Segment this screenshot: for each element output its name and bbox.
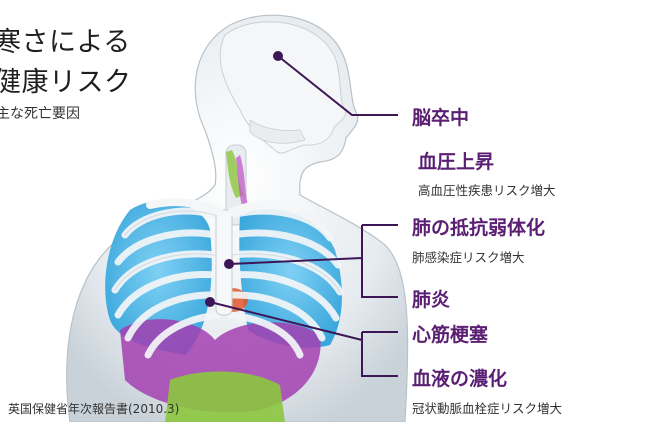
risk-blood-pressure: 血圧上昇 bbox=[418, 151, 495, 173]
risk-blood-pressure-desc: 高血圧性疾患リスク増大 bbox=[418, 183, 556, 198]
leader-line-heart bbox=[209, 301, 398, 377]
risk-blood-thickening: 血液の濃化 bbox=[412, 368, 508, 390]
risk-blood-thickening-desc: 冠状動脈血栓症リスク増大 bbox=[412, 401, 563, 416]
risk-myocardial-infarction: 心筋梗塞 bbox=[412, 324, 489, 346]
source-citation: 英国保健省年次報告書(2010.3) bbox=[8, 402, 180, 416]
lung-right bbox=[105, 200, 212, 355]
clavicle bbox=[146, 198, 314, 216]
leader-line-lung bbox=[228, 224, 398, 298]
title-line-1: 寒さによる bbox=[0, 27, 131, 58]
intestine bbox=[165, 371, 285, 422]
risk-lung-resistance: 肺の抵抗弱体化 bbox=[412, 217, 546, 239]
risk-pneumonia: 肺炎 bbox=[412, 289, 451, 311]
title-line-2: 健康リスク bbox=[0, 67, 132, 98]
skull bbox=[219, 21, 347, 154]
leader-line-stroke bbox=[277, 55, 398, 116]
risk-stroke: 脳卒中 bbox=[412, 107, 470, 129]
subtitle: 主な死亡要因 bbox=[0, 106, 80, 122]
risk-lung-resistance-desc: 肺感染症リスク増大 bbox=[412, 250, 525, 265]
